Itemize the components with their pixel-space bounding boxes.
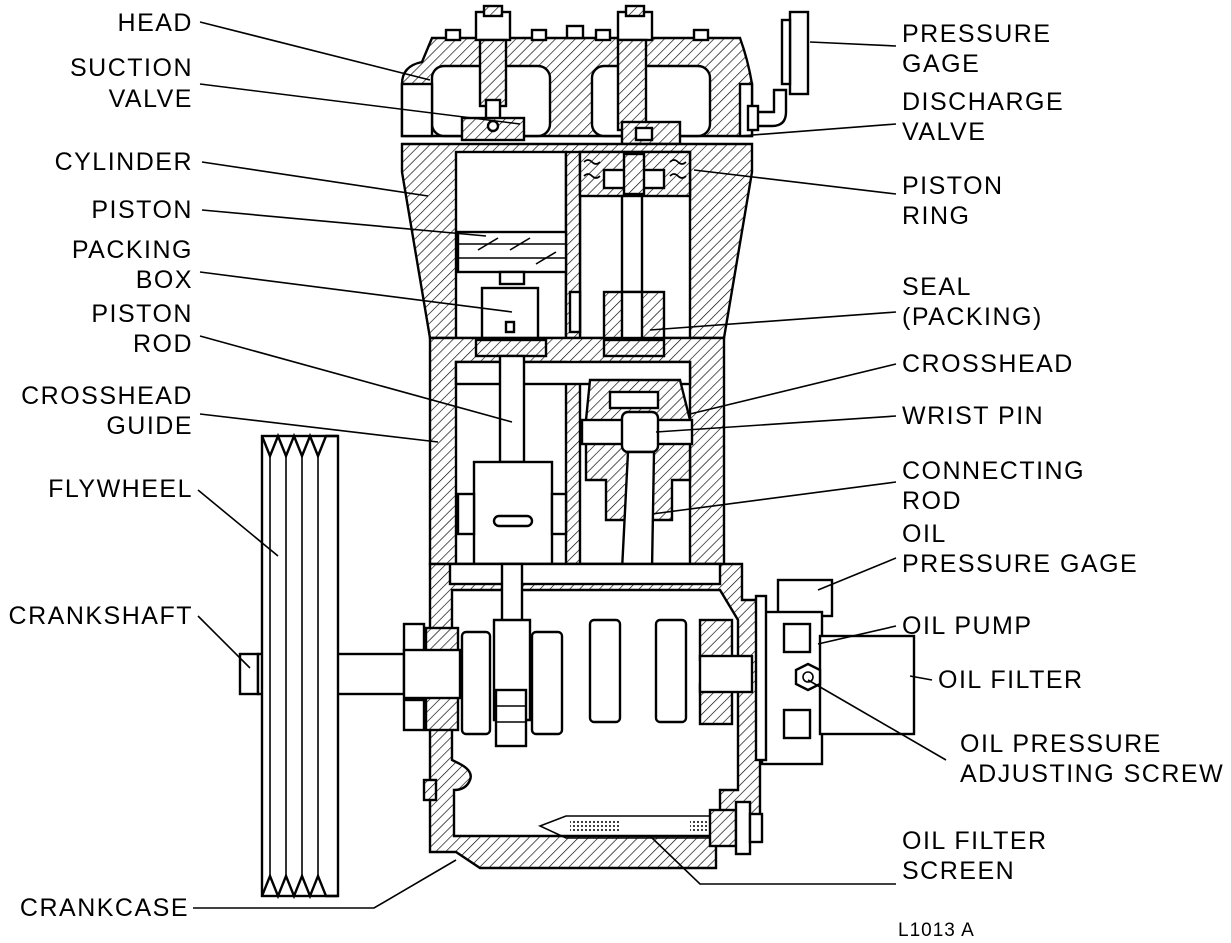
label-packing-box-l1: PACKING <box>72 236 193 264</box>
svg-text:PRESSURE: PRESSURE <box>902 20 1052 48</box>
flywheel-part <box>260 432 340 900</box>
svg-text:SEAL: SEAL <box>902 273 972 301</box>
labels-left: HEAD SUCTION VALVE CYLINDER PISTON PACKI… <box>9 9 193 922</box>
svg-text:CRANKSHAFT: CRANKSHAFT <box>9 602 193 630</box>
svg-text:OIL PRESSURE: OIL PRESSURE <box>960 730 1162 758</box>
svg-text:FLYWHEEL: FLYWHEEL <box>48 475 193 503</box>
label-oil-pressure-gage-l1: OIL <box>902 520 947 548</box>
label-crosshead-guide-l1: CROSSHEAD <box>21 382 193 410</box>
oil-pressure-gage-part <box>776 578 834 618</box>
middle-crank-web-right <box>588 618 622 724</box>
svg-text:PISTON: PISTON <box>902 172 1004 200</box>
label-cylinder: CYLINDER <box>55 148 193 176</box>
label-seal-packing-l1: SEAL <box>902 273 972 301</box>
svg-text:PACKING: PACKING <box>72 236 193 264</box>
svg-text:WRIST PIN: WRIST PIN <box>902 402 1044 430</box>
svg-text:GAGE: GAGE <box>902 50 980 78</box>
label-wrist-pin: WRIST PIN <box>902 402 1044 430</box>
label-pressure-gage-l1: PRESSURE <box>902 20 1052 48</box>
wrist-pin-part <box>580 410 694 454</box>
label-connecting-rod-l1: CONNECTING <box>902 457 1085 485</box>
svg-text:ROD: ROD <box>902 487 962 515</box>
svg-text:PISTON: PISTON <box>91 300 193 328</box>
label-oil-pressure-gage-l2: PRESSURE GAGE <box>902 550 1138 578</box>
label-suction-valve-l1: SUCTION <box>70 54 193 82</box>
label-crankshaft: CRANKSHAFT <box>9 602 193 630</box>
left-packing-box <box>480 286 540 340</box>
label-oil-filter: OIL FILTER <box>938 666 1084 694</box>
oil-filter-part <box>818 634 916 736</box>
svg-text:GUIDE: GUIDE <box>106 412 193 440</box>
left-crank-web <box>460 630 492 736</box>
label-oil-pump: OIL PUMP <box>902 612 1033 640</box>
svg-text:CYLINDER: CYLINDER <box>55 148 193 176</box>
drain-plug <box>422 778 438 802</box>
label-piston: PISTON <box>91 196 193 224</box>
label-crosshead-guide-l2: GUIDE <box>106 412 193 440</box>
left-piston <box>456 230 568 286</box>
svg-text:CROSSHEAD: CROSSHEAD <box>21 382 193 410</box>
svg-text:VALVE: VALVE <box>109 85 193 113</box>
svg-text:(PACKING): (PACKING) <box>902 303 1043 331</box>
svg-text:VALVE: VALVE <box>902 118 986 146</box>
svg-text:L1013 A: L1013 A <box>898 920 975 941</box>
label-oil-filter-screen-l2: SCREEN <box>902 857 1015 885</box>
svg-text:BOX: BOX <box>136 266 193 294</box>
label-piston-ring-l1: PISTON <box>902 172 1004 200</box>
svg-text:OIL: OIL <box>902 520 947 548</box>
labels-right: PRESSURE GAGE DISCHARGE VALVE PISTON RIN… <box>902 20 1224 885</box>
middle-crank-web-left <box>530 630 564 736</box>
svg-text:CRANKCASE: CRANKCASE <box>20 894 189 922</box>
seal-packing-part <box>568 290 666 344</box>
label-packing-box-l2: BOX <box>136 266 193 294</box>
svg-text:SUCTION: SUCTION <box>70 54 193 82</box>
label-connecting-rod-l2: ROD <box>902 487 962 515</box>
left-connecting-rod <box>492 562 532 748</box>
label-piston-rod-l1: PISTON <box>91 300 193 328</box>
svg-text:RING: RING <box>902 202 971 230</box>
pressure-gage-part <box>746 10 810 132</box>
label-seal-packing-l2: (PACKING) <box>902 303 1043 331</box>
label-discharge-valve-l1: DISCHARGE <box>902 88 1064 116</box>
svg-text:OIL FILTER: OIL FILTER <box>938 666 1084 694</box>
label-piston-rod-l2: ROD <box>133 330 193 358</box>
svg-text:OIL PUMP: OIL PUMP <box>902 612 1033 640</box>
svg-text:ROD: ROD <box>133 330 193 358</box>
oil-pressure-adjusting-screw-part <box>794 662 822 692</box>
label-flywheel: FLYWHEEL <box>48 475 193 503</box>
label-suction-valve-l2: VALVE <box>109 85 193 113</box>
svg-text:DISCHARGE: DISCHARGE <box>902 88 1064 116</box>
label-discharge-valve-l2: VALVE <box>902 118 986 146</box>
oil-filter-screen-part <box>537 800 764 856</box>
label-head: HEAD <box>118 9 193 37</box>
svg-text:SCREEN: SCREEN <box>902 857 1015 885</box>
svg-text:PISTON: PISTON <box>91 196 193 224</box>
figure-code: L1013 A <box>898 920 975 941</box>
discharge-valve-part <box>616 38 682 146</box>
svg-text:ADJUSTING SCREW: ADJUSTING SCREW <box>960 760 1224 788</box>
label-crosshead: CROSSHEAD <box>902 350 1074 378</box>
svg-text:OIL FILTER: OIL FILTER <box>902 827 1048 855</box>
svg-text:CONNECTING: CONNECTING <box>902 457 1085 485</box>
label-crankcase: CRANKCASE <box>20 894 189 922</box>
label-oil-pressure-adjusting-screw-l2: ADJUSTING SCREW <box>960 760 1224 788</box>
label-piston-ring-l2: RING <box>902 202 971 230</box>
svg-text:CROSSHEAD: CROSSHEAD <box>902 350 1074 378</box>
label-oil-pressure-adjusting-screw-l1: OIL PRESSURE <box>960 730 1162 758</box>
svg-text:HEAD: HEAD <box>118 9 193 37</box>
label-pressure-gage-l2: GAGE <box>902 50 980 78</box>
right-piston <box>578 150 692 198</box>
right-crank-web <box>654 618 688 724</box>
leader-lines <box>193 21 947 909</box>
svg-text:PRESSURE GAGE: PRESSURE GAGE <box>902 550 1138 578</box>
label-oil-filter-screen-l1: OIL FILTER <box>902 827 1048 855</box>
